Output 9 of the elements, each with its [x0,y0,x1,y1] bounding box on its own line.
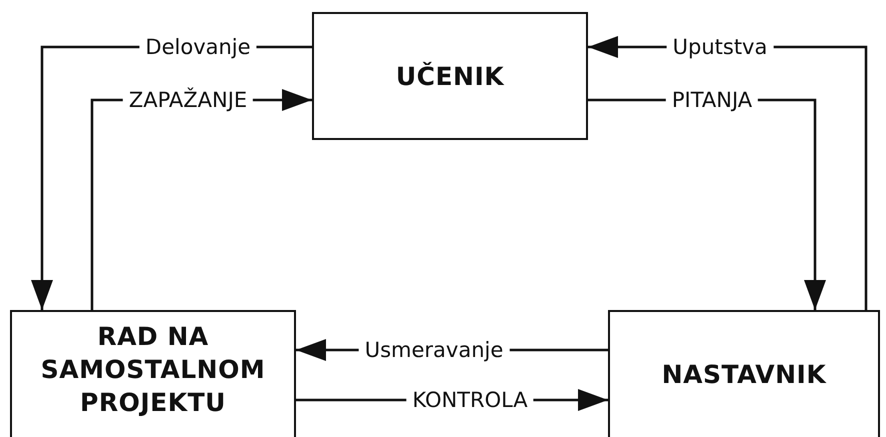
process-box [312,12,588,140]
edge-label: Delovanje [139,35,257,59]
process-box [10,310,296,437]
edge-label: ZAPAŽANJE [122,88,254,112]
box-label: NASTAVNIK [662,359,826,391]
box-label: UČENIK [396,60,504,92]
edge-label: Usmeravanje [358,338,510,362]
box-label: RAD NA SAMOSTALNOM PROJEKTU [40,321,266,419]
process-box [608,310,880,437]
